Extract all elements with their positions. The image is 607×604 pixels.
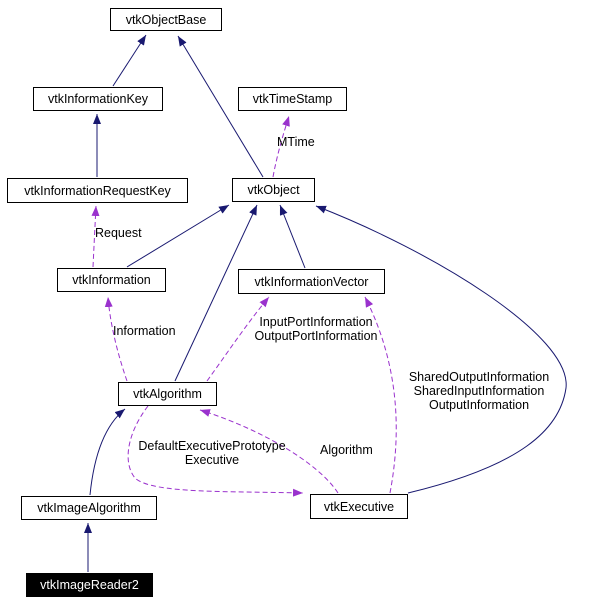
node-vtktimestamp[interactable]: vtkTimeStamp xyxy=(238,87,347,111)
edge-label-algorithm: Algorithm xyxy=(320,443,373,457)
node-vtkobject[interactable]: vtkObject xyxy=(232,178,315,202)
node-vtkimagealgorithm[interactable]: vtkImageAlgorithm xyxy=(21,496,157,520)
edge-inherit-vtkinformationvector-to-vtkobject xyxy=(279,204,306,269)
edge-label-shared-information-line2: SharedInputInformation xyxy=(413,384,545,398)
edge-label-executive: DefaultExecutivePrototype Executive xyxy=(127,439,297,467)
edge-label-port-information-line2: OutputPortInformation xyxy=(254,329,378,343)
node-vtkimagereader2-focus: vtkImageReader2 xyxy=(26,573,153,597)
edge-label-request: Request xyxy=(95,226,142,240)
edge-usage-mtime-vtkobject-to-vtktimestamp xyxy=(272,115,290,178)
node-vtkinformationkey[interactable]: vtkInformationKey xyxy=(33,87,163,111)
edge-usage-information-vtkalgorithm-to-vtkinformation xyxy=(104,296,128,382)
edge-inherit-vtkobject-to-vtkobjectbase xyxy=(177,35,264,178)
edge-usage-executive-vtkalgorithm-to-vtkexecutive xyxy=(127,405,304,497)
node-vtkinformationvector[interactable]: vtkInformationVector xyxy=(238,269,385,294)
node-vtkinformationrequestkey[interactable]: vtkInformationRequestKey xyxy=(7,178,188,203)
edge-label-information: Information xyxy=(113,324,176,338)
node-vtkinformation[interactable]: vtkInformation xyxy=(57,268,166,292)
edge-label-shared-information-line1: SharedOutputInformation xyxy=(408,370,550,384)
edge-label-mtime: MTime xyxy=(277,135,315,149)
edge-inherit-vtkinformationkey-to-vtkobjectbase xyxy=(112,34,147,87)
edge-label-executive-line2: Executive xyxy=(184,453,240,467)
node-vtkobjectbase[interactable]: vtkObjectBase xyxy=(110,8,222,31)
edge-usage-algorithm-vtkexecutive-to-vtkalgorithm xyxy=(199,409,339,494)
edge-inherit-vtkimagealgorithm-to-vtkalgorithm xyxy=(89,408,126,496)
edge-usage-sharedinformation-vtkexecutive-to-vtkinformationvector xyxy=(364,296,397,494)
node-vtkexecutive[interactable]: vtkExecutive xyxy=(310,494,408,519)
edge-label-port-information-line1: InputPortInformation xyxy=(259,315,373,329)
edge-label-shared-information-line3: OutputInformation xyxy=(428,398,530,412)
edge-label-executive-line1: DefaultExecutivePrototype xyxy=(138,439,286,453)
edge-label-shared-information: SharedOutputInformation SharedInputInfor… xyxy=(399,370,559,412)
edge-inherit-vtkexecutive-to-vtkobject xyxy=(315,205,567,494)
edge-usage-request-vtkinformation-to-vtkinformationrequestkey xyxy=(91,205,100,268)
edge-inherit-vtkinformation-to-vtkobject xyxy=(126,204,230,268)
node-vtkalgorithm[interactable]: vtkAlgorithm xyxy=(118,382,217,406)
edge-inherit-vtkalgorithm-to-vtkobject xyxy=(174,204,258,382)
edge-label-port-information: InputPortInformation OutputPortInformati… xyxy=(246,315,386,343)
edge-usage-portinformation-vtkalgorithm-to-vtkinformationvector xyxy=(206,296,270,382)
